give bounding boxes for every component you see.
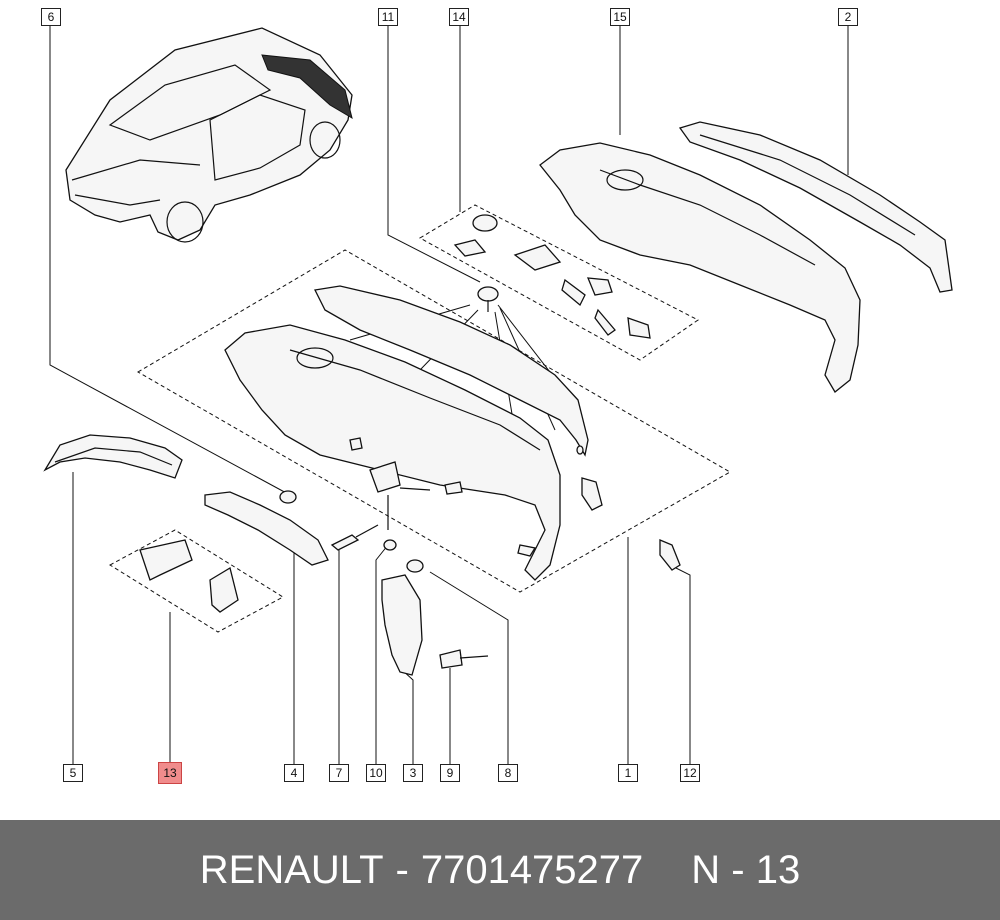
- part-7-screw: [330, 524, 379, 551]
- callout-5[interactable]: 5: [63, 764, 83, 782]
- callout-8[interactable]: 8: [498, 764, 518, 782]
- part-3-bracket: [381, 559, 489, 676]
- callout-4[interactable]: 4: [284, 764, 304, 782]
- car-illustration: [65, 27, 353, 243]
- callout-6[interactable]: 6: [41, 8, 61, 26]
- exploded-parts-diagram: [43, 26, 953, 764]
- part-12-cap: [659, 539, 681, 571]
- diagram-position: N - 13: [691, 847, 801, 892]
- part-15-bumper: [539, 142, 861, 393]
- callout-1[interactable]: 1: [618, 764, 638, 782]
- footer-separator: -: [395, 847, 409, 892]
- part-2-absorber: [678, 121, 953, 293]
- callout-12[interactable]: 12: [680, 764, 700, 782]
- part-number: 7701475277: [420, 847, 644, 892]
- group-1-clips: [349, 437, 603, 551]
- leader-lines: [49, 26, 849, 764]
- callout-7[interactable]: 7: [329, 764, 349, 782]
- part-footer-bar: RENAULT - 7701475277 N - 13: [0, 820, 1000, 920]
- part-1-front-bumper: [224, 285, 589, 581]
- part-14-clips: [453, 214, 651, 339]
- part-5-shield: [43, 434, 183, 479]
- callout-10[interactable]: 10: [366, 764, 386, 782]
- callout-11[interactable]: 11: [378, 8, 398, 26]
- grouping-frames: [109, 204, 732, 633]
- callout-15[interactable]: 15: [610, 8, 630, 26]
- callout-14[interactable]: 14: [449, 8, 469, 26]
- part-4-bracket: [204, 490, 329, 566]
- callout-3[interactable]: 3: [403, 764, 423, 782]
- brand-name: RENAULT: [199, 847, 384, 892]
- callout-13[interactable]: 13: [158, 762, 182, 784]
- callout-2[interactable]: 2: [838, 8, 858, 26]
- part-13-inserts: [139, 539, 239, 613]
- callout-9[interactable]: 9: [440, 764, 460, 782]
